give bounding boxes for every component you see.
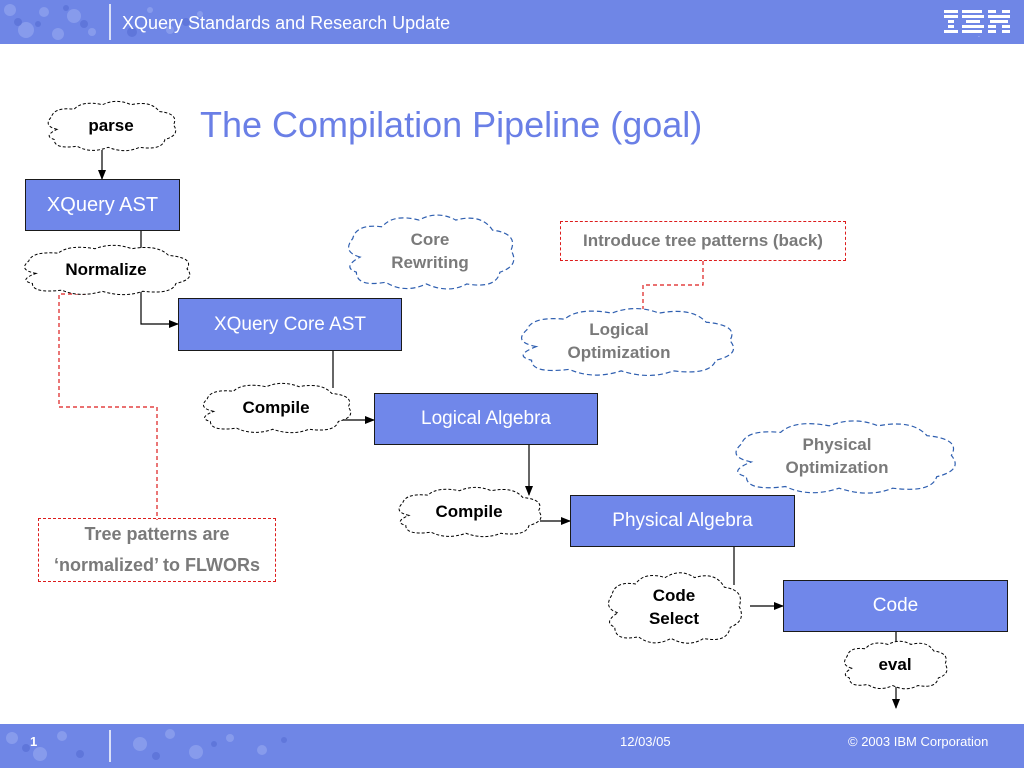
physical-optimization-line-2: Optimization [785,458,889,477]
ibm-logo: IBM [944,10,1010,38]
arrow-normalize-to-core [140,288,179,328]
code-select-label: Code Select [600,568,748,648]
physical-optimization-line-1: Physical [802,435,872,455]
footer-copyright: © 2003 IBM Corporation [848,734,989,749]
logical-optimization-label: Logical Optimization [508,304,730,380]
footer-decoration [6,729,287,762]
note-tree-patterns-normalized: Tree patterns are ‘normalized’ to FLWORs [38,518,276,582]
physical-optimization-cloud-shape [722,416,966,498]
bottom-banner: 1 12/03/05 © 2003 IBM Corporation [0,724,1024,768]
core-rewriting-label: Core Rewriting [338,210,522,294]
footer-date: 12/03/05 [620,734,671,749]
normalize-cloud-shape [14,242,198,298]
logical-algebra-box: Logical Algebra [374,393,598,445]
parse-cloud-shape [40,98,182,154]
logical-optimization-line-1: Logical [589,320,649,340]
note-tree-patterns-back: Introduce tree patterns (back) [560,221,846,261]
compile-label-1: Compile [242,397,310,417]
note-connector-normalized [58,293,158,520]
top-banner: XQuery Standards and Research Update IBM [0,0,1024,44]
logical-optimization-line-2: Optimization [567,343,671,362]
eval-label: eval [878,654,912,674]
svg-text:IBM: IBM [978,36,980,38]
core-rewriting-cloud-shape [338,210,522,294]
normalize-label: Normalize [65,259,147,279]
code-box: Code [783,580,1008,632]
physical-algebra-box: Physical Algebra [570,495,795,547]
page-number: 1 [30,734,38,749]
eval-cloud-shape [838,638,952,692]
slide-title: The Compilation Pipeline (goal) [200,104,703,145]
parse-label: parse [88,115,134,135]
note-normalized-line-2: ‘normalized’ to FLWORs [53,555,260,575]
compile-cloud-2-shape [390,484,548,540]
physical-optimization-label: Physical Optimization [722,416,952,498]
presentation-title: XQuery Standards and Research Update [122,13,451,33]
code-select-cloud-shape [600,568,748,648]
xquery-ast-box: XQuery AST [25,179,180,231]
logical-optimization-cloud-shape [508,304,744,380]
core-rewriting-line-1: Core [410,230,450,250]
compile-cloud-1-shape [194,380,358,436]
note-normalized-line-1: Tree patterns are [84,523,230,544]
code-select-line-1: Code [652,586,696,606]
code-select-line-2: Select [648,609,700,628]
banner-decoration [4,4,203,40]
core-rewriting-line-2: Rewriting [391,253,469,272]
xquery-core-ast-box: XQuery Core AST [178,298,402,351]
compile-label-2: Compile [435,501,503,521]
